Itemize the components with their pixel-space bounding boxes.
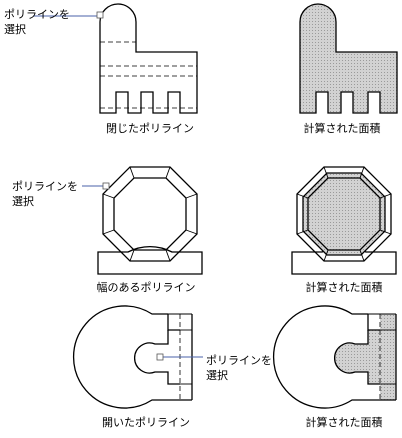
- open-area-figure: [273, 305, 397, 409]
- caption-open-area: 計算された面積: [306, 415, 383, 429]
- open-pick-box: [156, 353, 164, 361]
- open-callout-line2: 選択: [206, 368, 228, 382]
- wide-callout-line1: ポリラインを: [12, 180, 78, 193]
- closed-pick-box: [96, 11, 104, 19]
- closed-area-figure: [299, 3, 398, 114]
- closed-callout-line2: 選択: [4, 22, 26, 36]
- closed-callout-line1: ポリラインを: [4, 8, 70, 21]
- wide-area-figure: [291, 166, 397, 275]
- caption-open: 開いたポリライン: [102, 416, 190, 429]
- wide-callout-line2: 選択: [12, 194, 34, 208]
- open-callout-line1: ポリラインを: [206, 354, 272, 367]
- caption-closed-area: 計算された面積: [304, 121, 381, 135]
- wide-polyline-figure: [97, 166, 203, 275]
- caption-wide: 幅のあるポリライン: [97, 281, 196, 294]
- caption-wide-area: 計算された面積: [306, 280, 383, 294]
- closed-polyline-figure: [99, 3, 198, 114]
- caption-closed: 閉じたポリライン: [106, 122, 194, 135]
- wide-pick-box: [102, 182, 110, 190]
